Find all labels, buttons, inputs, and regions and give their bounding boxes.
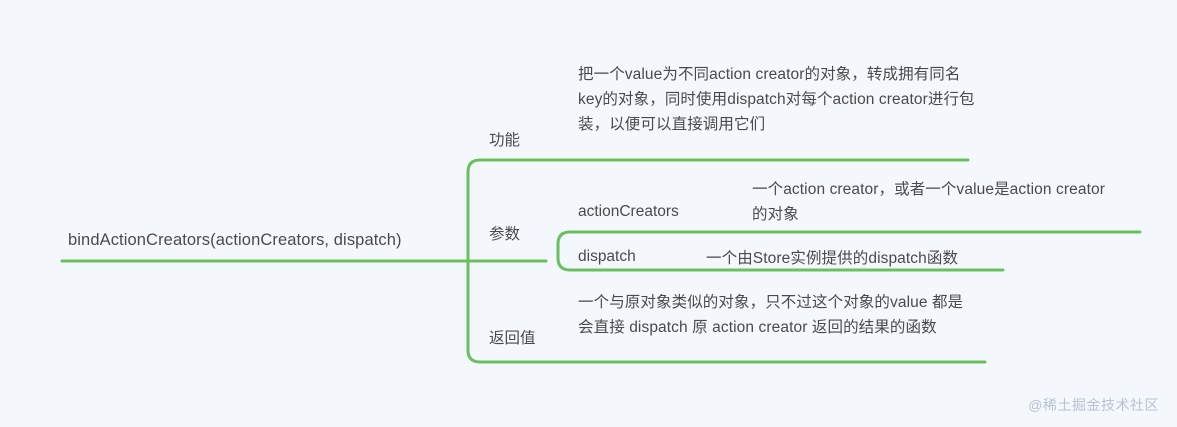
sub-node-description-actioncreators[interactable]: 一个action creator，或者一个value是action creato… <box>752 181 1105 223</box>
watermark: @稀土掘金技术社区 <box>1028 397 1159 413</box>
branch-label-fanhuizhi[interactable]: 返回值 <box>489 330 536 347</box>
sub-node-description-dispatch[interactable]: 一个由Store实例提供的dispatch函数 <box>706 250 959 267</box>
branch-description-fanhuizhi[interactable]: 一个与原对象类似的对象，只不过这个对象的value 都是会直接 dispatch… <box>578 294 964 336</box>
sub-node-label-dispatch[interactable]: dispatch <box>578 248 636 265</box>
root-node-label[interactable]: bindActionCreators(actionCreators, dispa… <box>68 231 402 249</box>
branch-label-gongneng[interactable]: 功能 <box>489 132 521 149</box>
branch-description-gongneng[interactable]: 把一个value为不同action creator的对象，转成拥有同名key的对… <box>578 66 975 133</box>
branch-label-canshu[interactable]: 参数 <box>489 226 521 243</box>
sub-node-label-actioncreators[interactable]: actionCreators <box>578 203 679 220</box>
